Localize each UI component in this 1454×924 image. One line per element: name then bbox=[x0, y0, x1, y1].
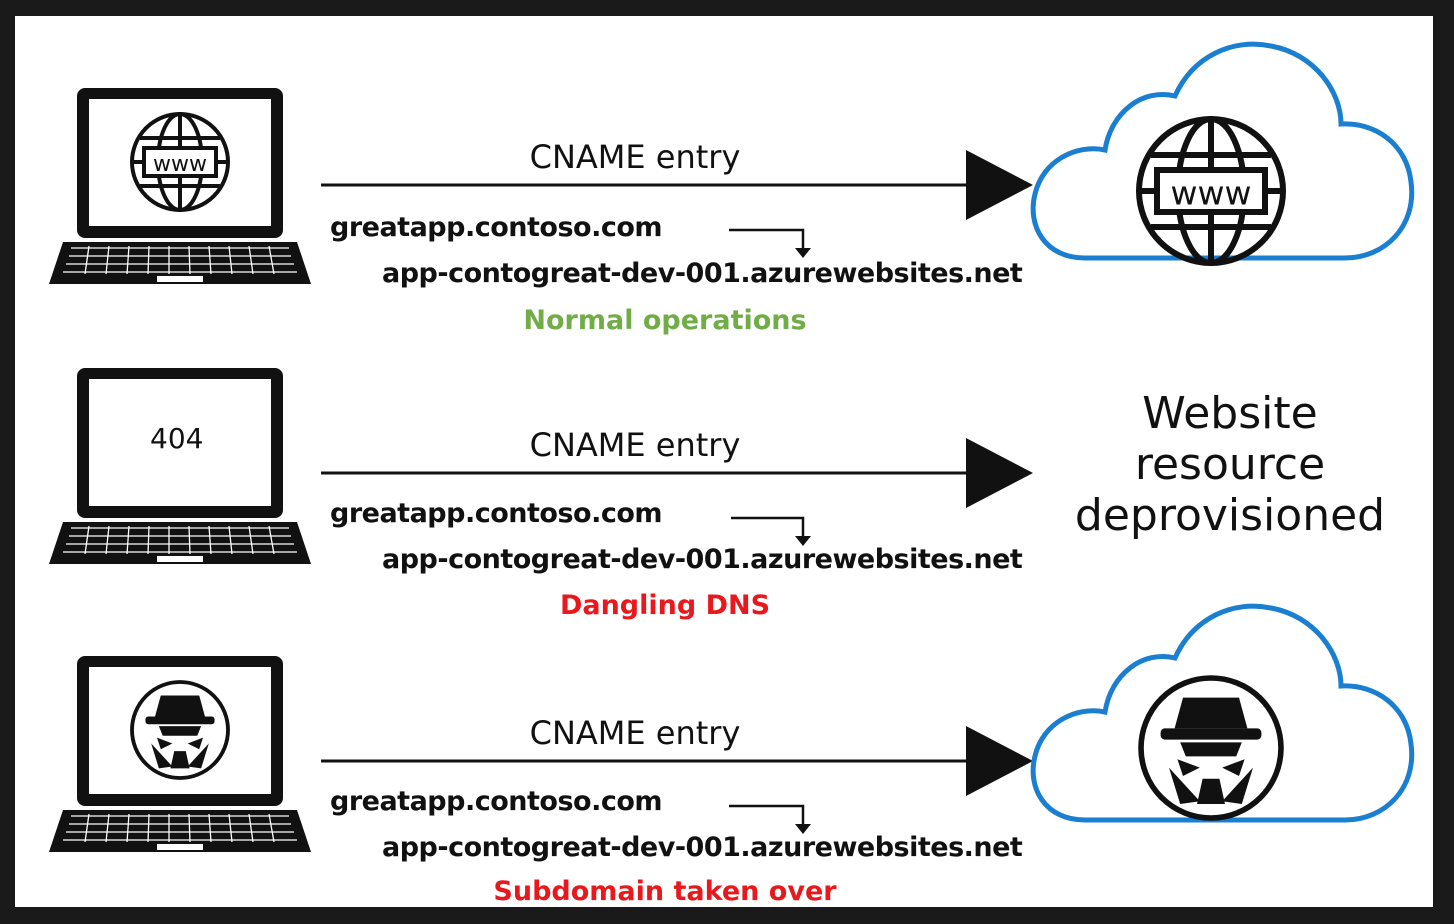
row-subdomain-takeover: CNAME entry greatapp.contoso.com app-con… bbox=[15, 592, 1433, 907]
row-normal-operations: www CNAME entry greatapp.contoso.com app… bbox=[15, 16, 1433, 336]
svg-text:www: www bbox=[1171, 174, 1252, 213]
cname-entry-label: CNAME entry bbox=[529, 426, 741, 464]
status-normal-operations: Normal operations bbox=[523, 305, 807, 336]
laptop-icon bbox=[48, 655, 312, 853]
hacker-icon bbox=[130, 680, 230, 780]
website-deprovisioned-text: Website resource deprovisioned bbox=[1074, 388, 1386, 541]
cname-arrow bbox=[321, 726, 1033, 834]
hacker-icon bbox=[1141, 678, 1281, 818]
cloud-www-icon: www bbox=[1025, 26, 1420, 276]
target-domain: app-contogreat-dev-001.azurewebsites.net bbox=[382, 544, 1023, 575]
source-domain: greatapp.contoso.com bbox=[330, 498, 663, 529]
laptop-icon: www bbox=[48, 87, 312, 285]
source-domain: greatapp.contoso.com bbox=[330, 212, 663, 243]
status-dangling-dns: Dangling DNS bbox=[559, 590, 771, 621]
source-domain: greatapp.contoso.com bbox=[330, 786, 663, 817]
error-404-text: 404 bbox=[150, 422, 204, 455]
cname-entry-label: CNAME entry bbox=[529, 138, 741, 176]
target-domain: app-contogreat-dev-001.azurewebsites.net bbox=[382, 832, 1023, 863]
status-subdomain-taken-over: Subdomain taken over bbox=[493, 876, 837, 907]
svg-text:www: www bbox=[153, 152, 207, 177]
cname-arrow bbox=[321, 150, 1033, 258]
laptop-icon bbox=[48, 367, 312, 565]
cname-entry-label: CNAME entry bbox=[529, 714, 741, 752]
row-dangling-dns: 404 CNAME entry greatapp.contoso.com app… bbox=[15, 304, 1433, 621]
cloud-hacker-icon bbox=[1025, 588, 1420, 838]
cname-arrow bbox=[321, 438, 1033, 546]
diagram-canvas: www CNAME entry greatapp.contoso.com app… bbox=[15, 16, 1433, 907]
globe-www-icon: www bbox=[1139, 119, 1283, 263]
target-domain: app-contogreat-dev-001.azurewebsites.net bbox=[382, 258, 1023, 289]
globe-www-icon: www bbox=[130, 112, 230, 212]
